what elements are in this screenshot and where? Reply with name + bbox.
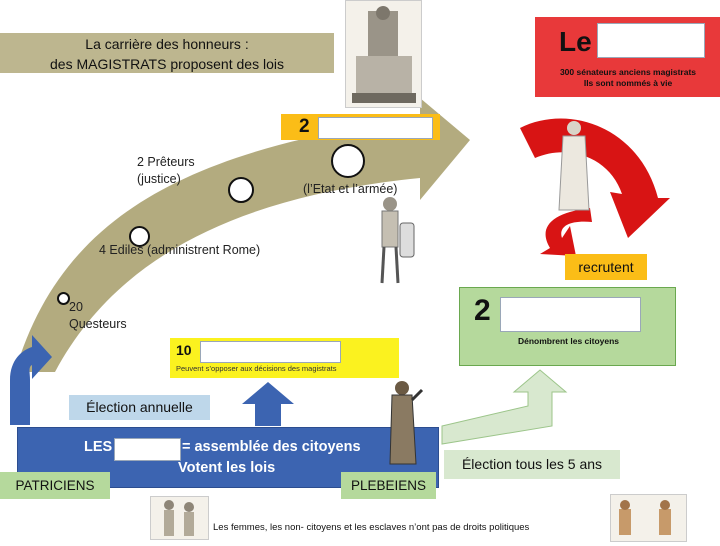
assemblee-prefix: LES — [84, 439, 112, 455]
senat-box: Le 300 sénateurs anciens magistrats Ils … — [535, 17, 720, 97]
blue-up-arrow — [240, 380, 296, 426]
assemblee-line2: Votent les lois — [178, 460, 275, 476]
tribuns-box: 10 Peuvent s’opposer aux décisions des m… — [170, 338, 399, 378]
consuls-blank-field — [318, 117, 433, 139]
women-figure-image — [150, 496, 209, 540]
preteurs-circle — [228, 177, 254, 203]
soldier-image — [370, 195, 420, 287]
slaves-figure-image — [610, 494, 687, 542]
cursus-title-line2: des MAGISTRATS proposent des lois — [0, 53, 334, 73]
green-elbow-arrow — [440, 368, 570, 448]
assemblee-blank-field — [114, 438, 181, 461]
cursus-title-line1: La carrière des honneurs : — [0, 33, 334, 53]
preteurs-line2: (justice) — [137, 171, 181, 187]
ediles-label: 4 Ediles (administrent Rome) — [99, 242, 260, 258]
consuls-circle — [331, 144, 365, 178]
senator-statue-image — [553, 120, 595, 215]
consuls-box: 2 — [281, 114, 440, 140]
plebeiens-label: PLEBEIENS — [341, 472, 436, 499]
censeurs-number: 2 — [474, 294, 491, 328]
recrutent-label: recrutent — [565, 254, 647, 280]
election-5ans-label: Élection tous les 5 ans — [444, 450, 620, 479]
blue-curved-arrow — [0, 335, 60, 430]
senat-prefix: Le — [559, 26, 592, 58]
assemblee-suffix: = assemblée des citoyens — [182, 439, 361, 455]
election-annuelle-label: Élection annuelle — [69, 395, 210, 420]
censeurs-box: 2 Dénombrent les citoyens — [459, 287, 676, 366]
censeurs-desc: Dénombrent les citoyens — [460, 336, 677, 346]
tribuns-desc: Peuvent s’opposer aux décisions des magi… — [176, 364, 337, 373]
seated-statue-image — [345, 0, 422, 108]
senat-line1: 300 sénateurs anciens magistrats — [535, 67, 720, 78]
senat-blank-field — [597, 23, 705, 58]
questeurs-line2: Questeurs — [69, 316, 127, 332]
senat-line2: Ils sont nommés à vie — [535, 78, 720, 89]
footer-note: Les femmes, les non- citoyens et les esc… — [213, 522, 529, 533]
preteurs-line1: 2 Prêteurs — [137, 154, 195, 170]
tribuns-blank-field — [200, 341, 341, 363]
patriciens-label: PATRICIENS — [0, 472, 110, 499]
tribuns-number: 10 — [176, 342, 192, 358]
cursus-title-box: La carrière des honneurs : des MAGISTRAT… — [0, 33, 334, 73]
questeurs-line1: 20 — [69, 299, 83, 315]
orator-image — [382, 380, 424, 468]
consuls-number: 2 — [299, 116, 310, 138]
censeurs-blank-field — [500, 297, 641, 332]
